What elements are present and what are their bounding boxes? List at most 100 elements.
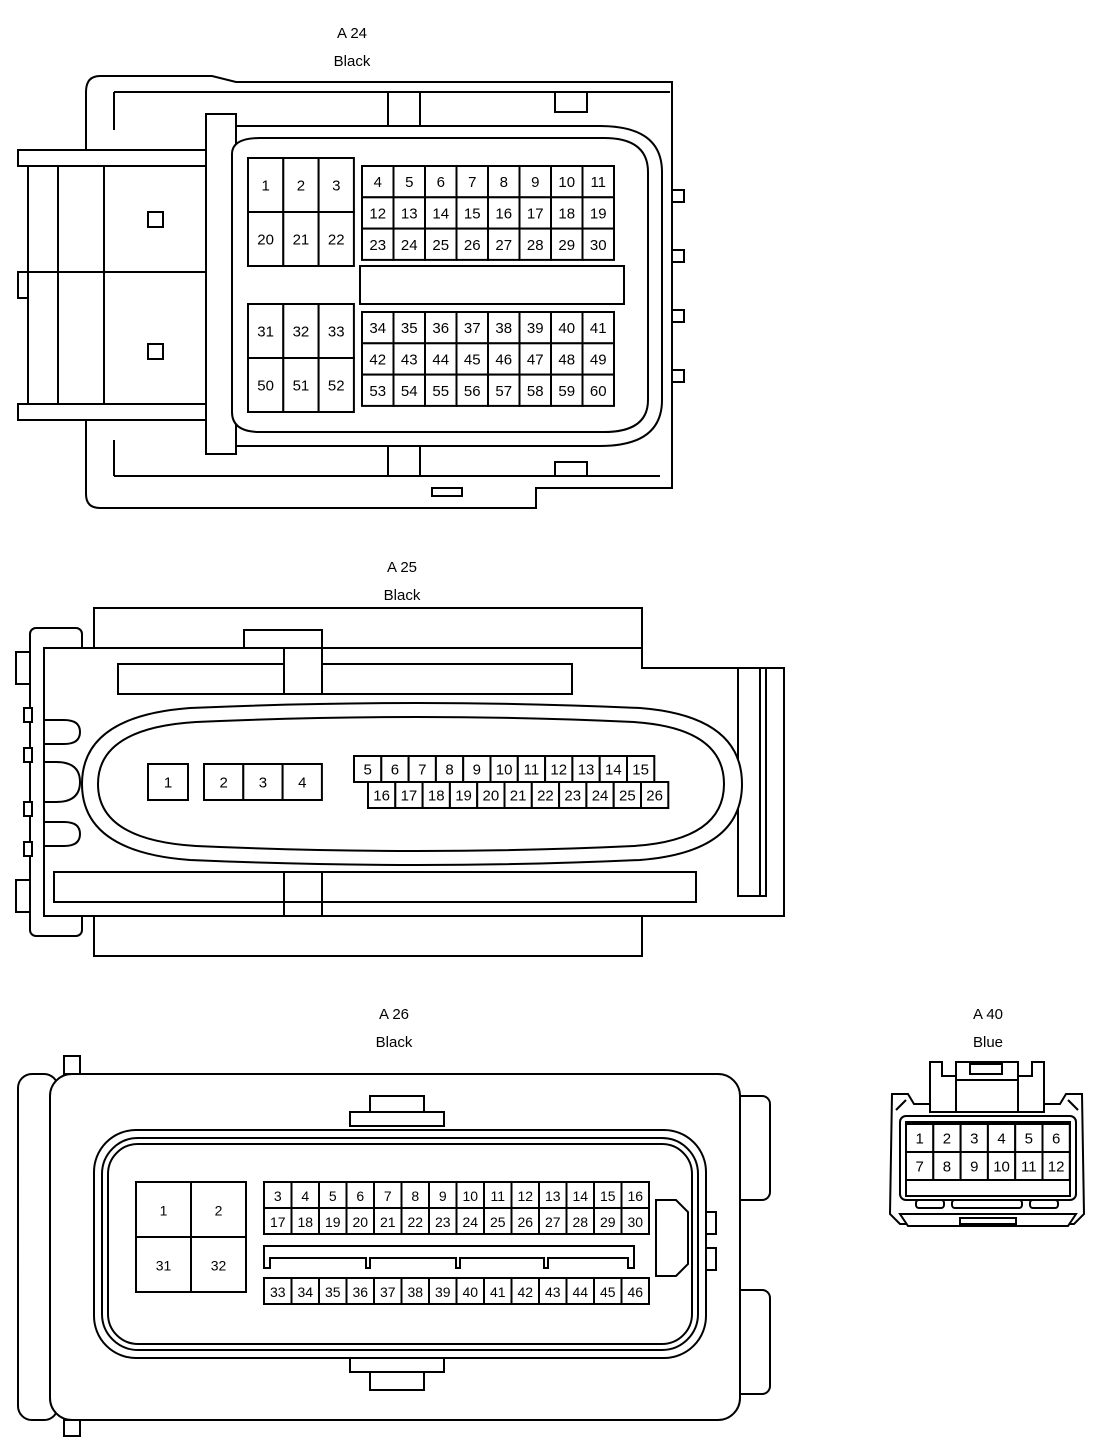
pin-cell-a26-16 [620, 1181, 650, 1209]
pin-label-a24-60: 60 [590, 383, 607, 400]
pin-label-a24-45: 45 [464, 351, 481, 368]
pin-label-a24-48: 48 [558, 351, 575, 368]
pin-label-a25-21: 21 [510, 788, 527, 805]
pin-label-a24-39: 39 [527, 320, 544, 337]
pin-cell-a25-3 [242, 763, 284, 801]
pin-label-a25-26: 26 [646, 788, 663, 805]
pin-cell-a26-19 [318, 1207, 348, 1235]
pin-label-a26-5: 5 [329, 1188, 337, 1204]
pin-cell-a25-4 [281, 763, 323, 801]
pin-cell-a26-18 [290, 1207, 320, 1235]
pin-label-a25-8: 8 [445, 762, 453, 779]
pin-cell-a26-25 [483, 1207, 513, 1235]
pin-label-a24-7: 7 [468, 174, 476, 191]
pin-label-a26-4: 4 [301, 1188, 309, 1204]
pin-label-a26-24: 24 [462, 1214, 478, 1230]
pin-label-a25-9: 9 [473, 762, 481, 779]
pin-label-a26-11: 11 [490, 1188, 505, 1204]
pin-label-a26-28: 28 [572, 1214, 588, 1230]
pin-label-a26-16: 16 [627, 1188, 643, 1204]
pin-label-a24-17: 17 [527, 205, 544, 222]
pin-label-a25-15: 15 [632, 762, 649, 779]
pin-cell-a26-4 [290, 1181, 320, 1209]
pin-label-a24-25: 25 [432, 237, 449, 254]
pin-label-a26-33: 33 [270, 1284, 286, 1300]
pin-label-a26-29: 29 [600, 1214, 616, 1230]
pin-label-a24-44: 44 [432, 351, 449, 368]
pin-label-a26-10: 10 [462, 1188, 478, 1204]
pin-label-a26-12: 12 [517, 1188, 533, 1204]
pin-label-a24-11: 11 [590, 174, 606, 191]
pin-cell-a25-9 [462, 755, 492, 783]
pin-label-a26-21: 21 [380, 1214, 396, 1230]
pin-cell-a26-30 [620, 1207, 650, 1235]
pin-label-a24-3: 3 [332, 178, 340, 195]
pin-label-a24-20: 20 [257, 232, 274, 249]
pin-label-a26-35: 35 [325, 1284, 341, 1300]
pin-label-a26-14: 14 [572, 1188, 588, 1204]
pin-cell-a24-21 [282, 211, 320, 267]
pin-cell-a26-13 [538, 1181, 568, 1209]
pin-label-a26-6: 6 [356, 1188, 364, 1204]
pin-label-a24-29: 29 [558, 237, 575, 254]
pin-label-a26-9: 9 [439, 1188, 447, 1204]
pin-cell-a24-49 [581, 342, 615, 376]
pin-cell-a24-53 [361, 373, 395, 407]
pin-cell-a25-25 [612, 781, 643, 809]
connector-a40-color: Blue [973, 1034, 1003, 1051]
pin-cell-a24-58 [518, 373, 552, 407]
pin-label-a26-46: 46 [627, 1284, 643, 1300]
pin-label-a24-56: 56 [464, 383, 481, 400]
pin-label-a24-30: 30 [590, 237, 607, 254]
pin-label-a25-20: 20 [483, 788, 500, 805]
pin-label-a24-27: 27 [495, 237, 512, 254]
pin-label-a24-59: 59 [558, 383, 575, 400]
pin-cell-a24-54 [392, 373, 426, 407]
pin-label-a25-17: 17 [401, 788, 418, 805]
pin-label-a24-2: 2 [297, 178, 305, 195]
pin-cell-a24-11 [581, 165, 615, 199]
pin-label-a26-17: 17 [270, 1214, 286, 1230]
pin-label-a25-14: 14 [605, 762, 622, 779]
pin-cell-a40-6 [1041, 1123, 1071, 1153]
pin-cell-a24-55 [424, 373, 458, 407]
pin-cell-a24-31 [247, 303, 285, 359]
pin-cell-a24-42 [361, 342, 395, 376]
connector-a24-color: Black [334, 53, 371, 70]
pin-label-a24-52: 52 [328, 378, 345, 395]
pin-label-a25-2: 2 [219, 775, 227, 792]
pin-cell-a25-21 [503, 781, 533, 809]
pin-label-a24-24: 24 [401, 237, 418, 254]
pin-label-a26-27: 27 [545, 1214, 561, 1230]
pin-label-a26-8: 8 [411, 1188, 419, 1204]
pin-label-a40-11: 11 [1021, 1159, 1037, 1176]
pin-label-a40-6: 6 [1052, 1131, 1060, 1148]
pin-label-a25-6: 6 [391, 762, 399, 779]
pin-label-a24-10: 10 [558, 174, 575, 191]
pin-label-a26-43: 43 [545, 1284, 561, 1300]
pin-cell-a26-6 [345, 1181, 375, 1209]
pin-label-a40-1: 1 [915, 1131, 923, 1148]
pin-label-a24-13: 13 [401, 205, 418, 222]
pin-cell-a24-18 [550, 196, 584, 230]
pin-cell-a40-9 [959, 1151, 989, 1181]
pin-label-a25-1: 1 [164, 775, 172, 792]
pin-label-a25-11: 11 [524, 762, 540, 779]
pin-label-a40-10: 10 [993, 1159, 1010, 1176]
pin-cell-a26-1 [135, 1181, 192, 1238]
pin-label-a40-2: 2 [943, 1131, 951, 1148]
pin-label-a24-49: 49 [590, 351, 607, 368]
pin-label-a24-58: 58 [527, 383, 544, 400]
pin-cell-a26-46 [620, 1277, 650, 1305]
pin-label-a24-1: 1 [261, 178, 269, 195]
pin-label-a26-7: 7 [384, 1188, 392, 1204]
pin-cell-a25-26 [640, 781, 670, 809]
pin-label-a24-36: 36 [432, 320, 449, 337]
connector-a25-id: A 25 [387, 559, 417, 576]
pin-label-a40-9: 9 [970, 1159, 978, 1176]
pin-label-a25-22: 22 [537, 788, 554, 805]
pin-label-a24-37: 37 [464, 320, 481, 337]
pin-label-a24-47: 47 [527, 351, 544, 368]
